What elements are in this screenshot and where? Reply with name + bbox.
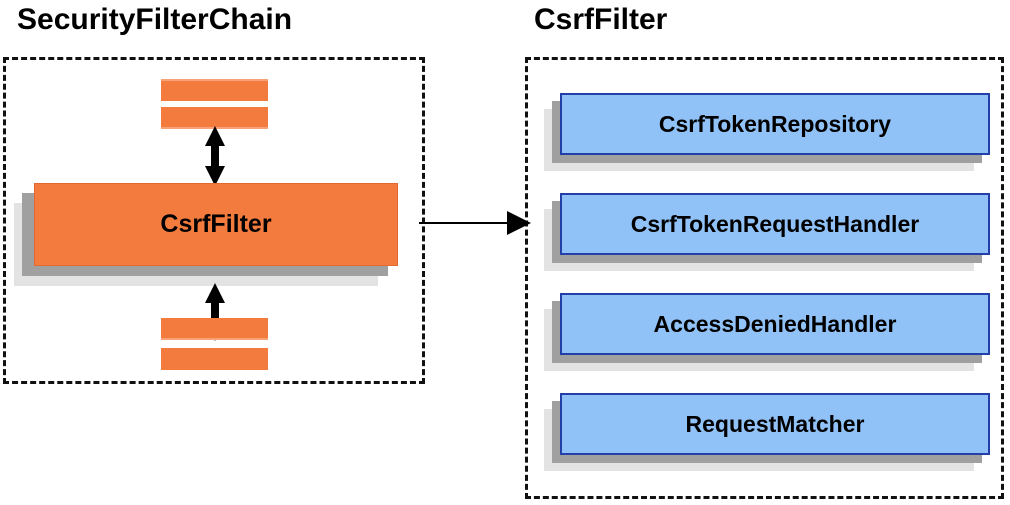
csrf-token-request-handler-label: CsrfTokenRequestHandler bbox=[630, 210, 920, 237]
panel-title-security-filter-chain: SecurityFilterChain bbox=[17, 3, 293, 36]
request-matcher-face: RequestMatcher bbox=[560, 393, 990, 455]
csrf-filter-container bbox=[525, 57, 1004, 499]
request-matcher-label: RequestMatcher bbox=[685, 410, 865, 437]
expansion-arrow bbox=[419, 210, 531, 236]
access-denied-handler-block[interactable]: AccessDeniedHandler bbox=[544, 293, 990, 371]
filter-bar-bottom-2 bbox=[161, 348, 268, 370]
csrf-token-repository-label: CsrfTokenRepository bbox=[658, 110, 892, 137]
filter-bar-bottom-1 bbox=[161, 318, 268, 340]
csrf-filter-face: CsrfFilter bbox=[34, 183, 398, 266]
filter-bar-top-1 bbox=[161, 79, 268, 101]
panel-title-csrf-filter: CsrfFilter bbox=[534, 3, 668, 36]
csrf-token-repository-face: CsrfTokenRepository bbox=[560, 93, 990, 155]
security-filter-chain-container bbox=[3, 57, 425, 384]
access-denied-handler-face: AccessDeniedHandler bbox=[560, 293, 990, 355]
access-denied-handler-label: AccessDeniedHandler bbox=[653, 310, 897, 337]
chain-up-arrow bbox=[203, 126, 227, 186]
csrf-token-request-handler-block[interactable]: CsrfTokenRequestHandler bbox=[544, 193, 990, 271]
csrf-filter-block[interactable]: CsrfFilter bbox=[14, 183, 398, 286]
csrf-token-repository-block[interactable]: CsrfTokenRepository bbox=[544, 93, 990, 171]
request-matcher-block[interactable]: RequestMatcher bbox=[544, 393, 990, 471]
csrf-filter-label: CsrfFilter bbox=[160, 210, 272, 238]
csrf-token-request-handler-face: CsrfTokenRequestHandler bbox=[560, 193, 990, 255]
